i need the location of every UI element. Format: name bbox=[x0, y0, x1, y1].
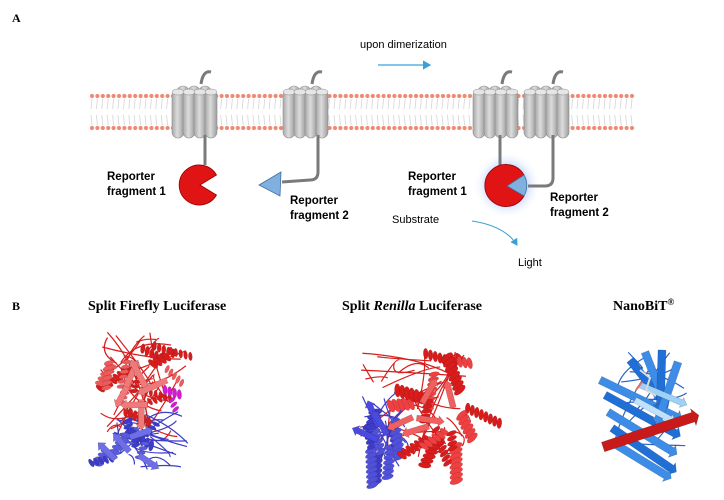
reporter-fragment-2-right bbox=[506, 174, 528, 197]
reporter-fragment-2-left bbox=[258, 171, 282, 197]
right-fragment-1-line2: fragment 1 bbox=[408, 186, 467, 198]
reporter-fragment-1-left bbox=[178, 164, 218, 206]
nanobit-structure-image bbox=[597, 349, 700, 482]
light-label: Light bbox=[518, 257, 542, 269]
reaction-arrow bbox=[471, 220, 518, 246]
nanobit-title: NanoBiT® bbox=[613, 297, 674, 314]
substrate-label: Substrate bbox=[392, 214, 439, 226]
linker-left-2 bbox=[281, 135, 320, 184]
firefly-luciferase-structure-image bbox=[88, 331, 193, 471]
renilla-title: Split Renilla Luciferase bbox=[342, 299, 482, 314]
linker-right-2 bbox=[528, 135, 555, 188]
left-fragment-2-line1: Reporter bbox=[290, 195, 338, 207]
reporter-fragment-1-right bbox=[484, 164, 525, 207]
left-fragment-1-line1: Reporter bbox=[107, 171, 155, 183]
panel-a-label: A bbox=[12, 11, 21, 25]
firefly-title: Split Firefly Luciferase bbox=[88, 299, 226, 314]
right-fragment-1-line1: Reporter bbox=[408, 171, 456, 183]
renilla-luciferase-structure-image bbox=[351, 348, 502, 489]
panel-b-label: B bbox=[12, 299, 20, 313]
dimerization-caption: upon dimerization bbox=[360, 39, 447, 51]
right-fragment-2-line2: fragment 2 bbox=[550, 207, 609, 219]
right-fragment-2-line1: Reporter bbox=[550, 192, 598, 204]
left-fragment-1-line2: fragment 1 bbox=[107, 186, 166, 198]
left-fragment-2-line2: fragment 2 bbox=[290, 210, 349, 222]
receptors bbox=[171, 70, 570, 139]
